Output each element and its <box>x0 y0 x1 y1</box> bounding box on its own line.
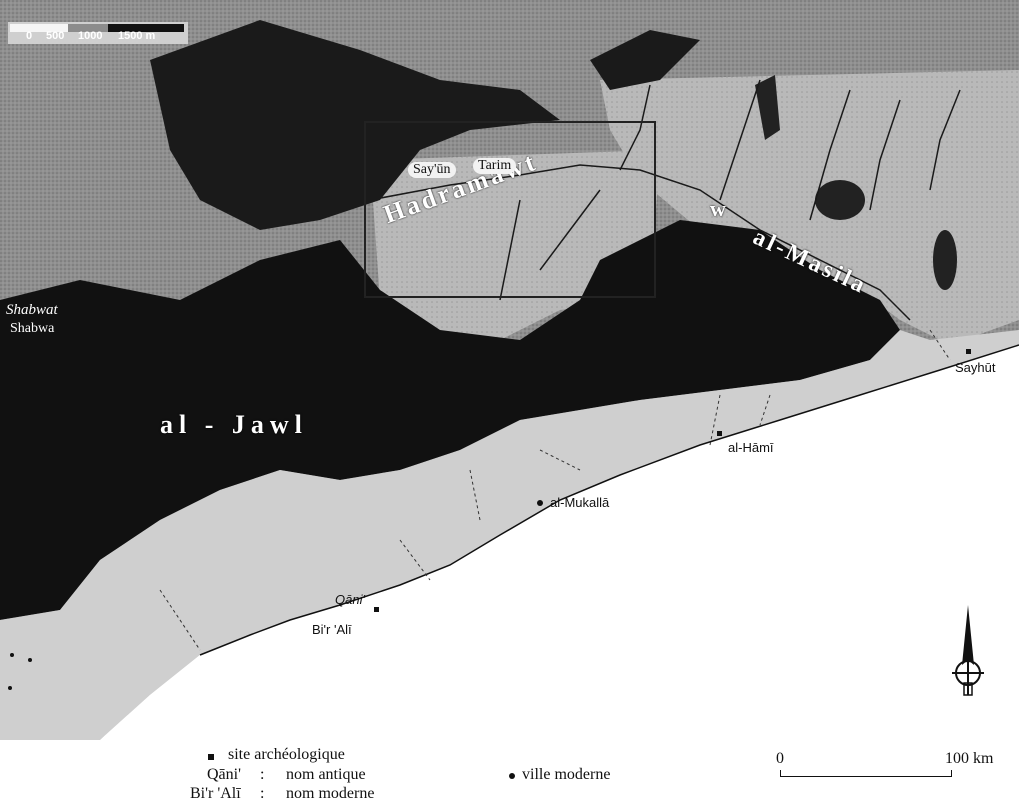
place-label-al-mukalla: al-Mukallā <box>550 495 610 510</box>
sea <box>0 345 1019 809</box>
wadi-trib-3 <box>809 89 851 221</box>
coastline <box>199 344 1019 656</box>
northeast-ridge <box>590 30 700 90</box>
scale-label-end: 100 km <box>945 750 994 767</box>
wadi-network <box>369 79 961 321</box>
site-marker-sayhut <box>966 349 971 354</box>
elevation-scale <box>8 22 188 44</box>
wadi-trib-6 <box>539 189 601 271</box>
place-label-sayun: Say'ūn <box>408 162 456 178</box>
wadi-trib-7 <box>499 199 521 301</box>
elevation-tick-500: 500 <box>46 30 65 42</box>
legend-ancient-desc: nom antique <box>286 766 366 783</box>
wadi-main <box>369 164 911 321</box>
place-label-shabwat: Shabwat <box>6 302 58 318</box>
coastal-wadis <box>159 329 951 651</box>
legend-site-marker <box>208 754 214 760</box>
east-hill-2 <box>933 230 957 290</box>
legend-modern-desc: nom moderne <box>286 785 375 802</box>
northern-highlands <box>150 20 560 230</box>
elevation-swatch-low <box>10 24 68 32</box>
elevation-tick-0: 0 <box>26 30 33 42</box>
region-label-wadi-prefix: w <box>710 196 729 221</box>
jawl-plateau <box>0 220 900 620</box>
wadi-trib-4 <box>869 99 901 211</box>
north-arrow-icon <box>952 605 984 696</box>
distance-scale-bar <box>780 770 952 777</box>
place-label-sayhut: Sayhūt <box>955 360 996 375</box>
legend-city-marker <box>509 773 515 779</box>
east-hill-1 <box>815 180 865 220</box>
legend-site-label: site archéologique <box>228 746 345 763</box>
city-marker-al-mukalla <box>537 500 543 506</box>
wadi-trib-2 <box>719 79 761 201</box>
region-label-al-jawl: al - Jawl <box>160 410 308 439</box>
place-label-qani: Qāni' <box>335 592 365 607</box>
legend-modern-sep: : <box>260 785 265 802</box>
coastal-plain <box>0 330 1019 740</box>
legend-ancient-example: Qāni' <box>207 766 241 783</box>
place-label-al-hami: al-Hāmī <box>728 440 774 455</box>
legend-modern-example: Bi'r 'Alī <box>190 785 241 802</box>
legend-city-label: ville moderne <box>522 766 611 783</box>
place-label-shabwa: Shabwa <box>10 321 55 336</box>
site-marker-al-hami <box>717 431 722 436</box>
elevation-tick-1000: 1000 <box>78 30 103 42</box>
city-marker-island-1 <box>10 653 14 657</box>
elevation-tick-1500: 1500 m <box>118 30 156 42</box>
elevation-swatch-high <box>108 24 184 32</box>
site-marker-qani <box>374 607 379 612</box>
wadi-trib-1 <box>619 84 651 171</box>
wadi-plain-east <box>600 70 1019 345</box>
place-label-tarim: Tarim <box>473 158 517 174</box>
city-marker-island-2 <box>28 658 32 662</box>
place-label-bir-ali: Bi'r 'Alī <box>312 622 352 637</box>
elevation-swatch-mid <box>68 24 108 32</box>
wadi-trib-5 <box>929 89 961 191</box>
study-area-frame <box>364 121 656 298</box>
east-hill-3 <box>755 75 780 140</box>
legend-ancient-sep: : <box>260 766 265 783</box>
city-marker-island-3 <box>8 686 12 690</box>
scale-label-start: 0 <box>776 750 784 767</box>
